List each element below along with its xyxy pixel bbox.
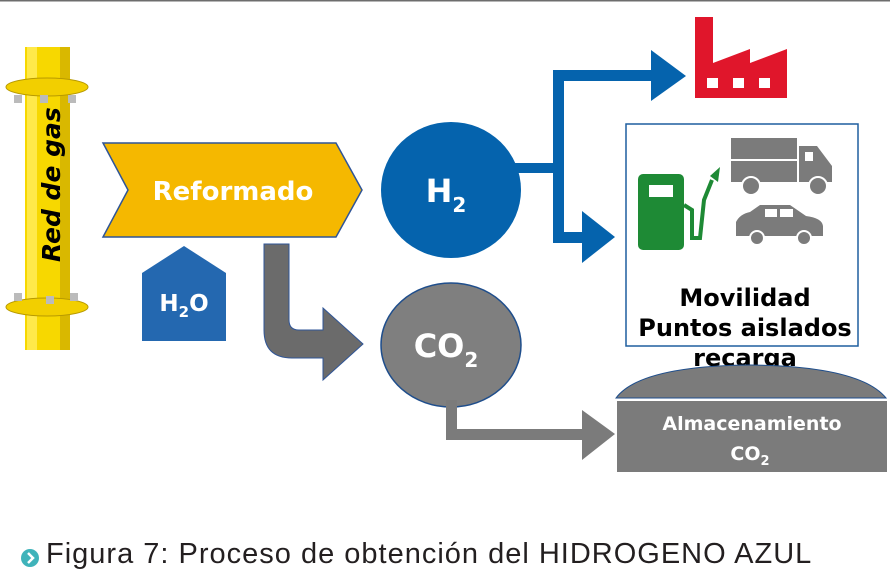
gas-pipe: Red de gas	[5, 47, 89, 350]
reformer-chevron	[101, 142, 363, 238]
mobility-line-2: Puntos aislados	[638, 314, 851, 342]
hydrogen-label: H2	[426, 172, 467, 217]
water-shape	[142, 246, 226, 341]
factory-icon	[695, 17, 787, 98]
co2-storage-tank	[614, 364, 888, 472]
caption-bullet-icon	[21, 549, 39, 567]
co2-label: CO2	[414, 327, 479, 372]
storage-line-2: CO2	[730, 443, 769, 469]
pipe-label: Red de gas	[37, 107, 66, 262]
hydrogen-distribution-arrows	[515, 50, 686, 263]
reformer-label: Reformado	[153, 177, 314, 207]
storage-arrow	[446, 400, 615, 460]
mobility-line-1: Movilidad	[679, 284, 810, 312]
fuel-pump-icon	[638, 167, 720, 250]
water-label: H2O	[159, 291, 208, 321]
car-icon	[736, 205, 823, 246]
co2-flow-arrow	[263, 243, 364, 382]
figure-caption: Figura 7: Proceso de obtención del HIDRO…	[46, 538, 813, 570]
hydrogen-circle	[381, 122, 521, 258]
storage-line-1: Almacenamiento	[662, 413, 841, 435]
truck-icon	[731, 138, 832, 196]
